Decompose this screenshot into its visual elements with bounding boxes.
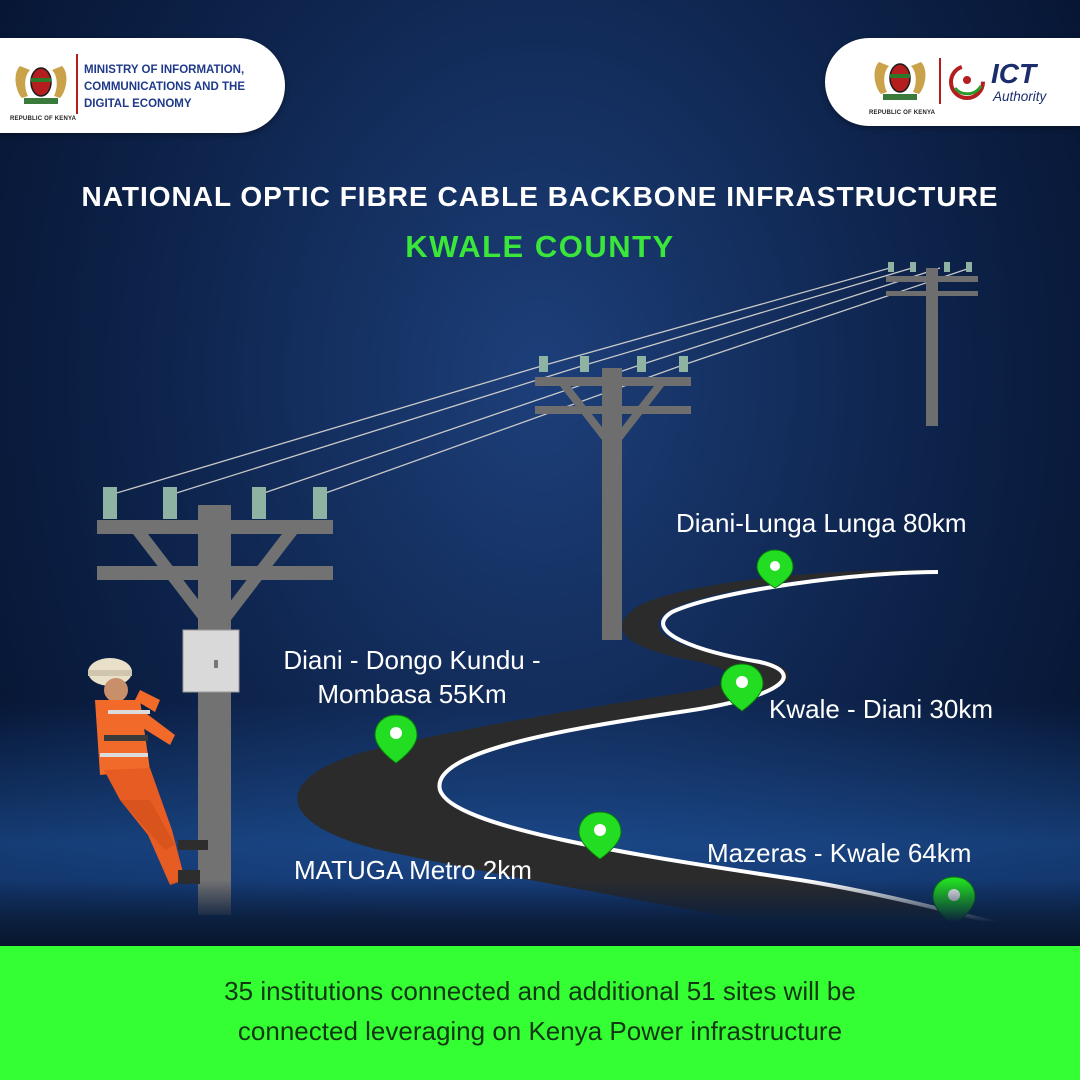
route-label-line: Mombasa 55Km — [317, 679, 507, 709]
pin-matuga — [578, 811, 622, 860]
ground-foliage — [0, 880, 1080, 950]
ict-wordmark: ICT — [991, 58, 1037, 89]
ministry-name-line: MINISTRY OF INFORMATION, — [84, 64, 245, 76]
pin-kwale-diani — [720, 663, 764, 712]
ministry-name: MINISTRY OF INFORMATION, COMMUNICATIONS … — [84, 62, 274, 113]
ict-authority-label: Authority — [993, 89, 1047, 104]
utility-pole-middle — [535, 356, 691, 640]
pin-dongo-kundu — [374, 714, 418, 764]
summary-line: 35 institutions connected and additional… — [224, 976, 856, 1006]
route-label-mazeras-kwale: Mazeras - Kwale 64km — [707, 838, 972, 868]
route-label-line: Diani - Dongo Kundu - — [283, 645, 541, 675]
page-title: NATIONAL OPTIC FIBRE CABLE BACKBONE INFR… — [81, 181, 999, 212]
summary-banner: 35 institutions connected and additional… — [0, 946, 1080, 1080]
kenya-coat-of-arms-icon — [15, 66, 67, 104]
seal-caption: REPUBLIC OF KENYA — [10, 116, 77, 122]
logo-divider — [939, 58, 941, 104]
kenya-coat-of-arms-icon — [874, 62, 926, 100]
ministry-name-line: COMMUNICATIONS AND THE — [84, 81, 245, 93]
seal-caption: REPUBLIC OF KENYA — [869, 110, 936, 116]
route-label-diani-lunga-lunga: Diani-Lunga Lunga 80km — [676, 508, 967, 538]
pin-diani-lunga-lunga — [756, 549, 794, 589]
county-subtitle: KWALE COUNTY — [405, 229, 675, 264]
route-label-kwale-diani: Kwale - Diani 30km — [769, 694, 993, 724]
logo-divider — [76, 54, 78, 114]
route-label-diani-dongo-kundu: Diani - Dongo Kundu - Mombasa 55Km — [262, 643, 562, 711]
junction-box — [182, 629, 240, 693]
summary-line: connected leveraging on Kenya Power infr… — [237, 1016, 843, 1046]
ict-swirl-icon — [949, 64, 985, 100]
ict-authority-logo-badge: REPUBLIC OF KENYA ICT Authority — [825, 38, 1080, 126]
route-label-matuga-metro: MATUGA Metro 2km — [294, 855, 532, 885]
utility-pole-far — [886, 262, 978, 426]
ministry-name-line: DIGITAL ECONOMY — [84, 98, 192, 110]
ministry-logo-badge: REPUBLIC OF KENYA MINISTRY OF INFORMATIO… — [0, 38, 285, 133]
